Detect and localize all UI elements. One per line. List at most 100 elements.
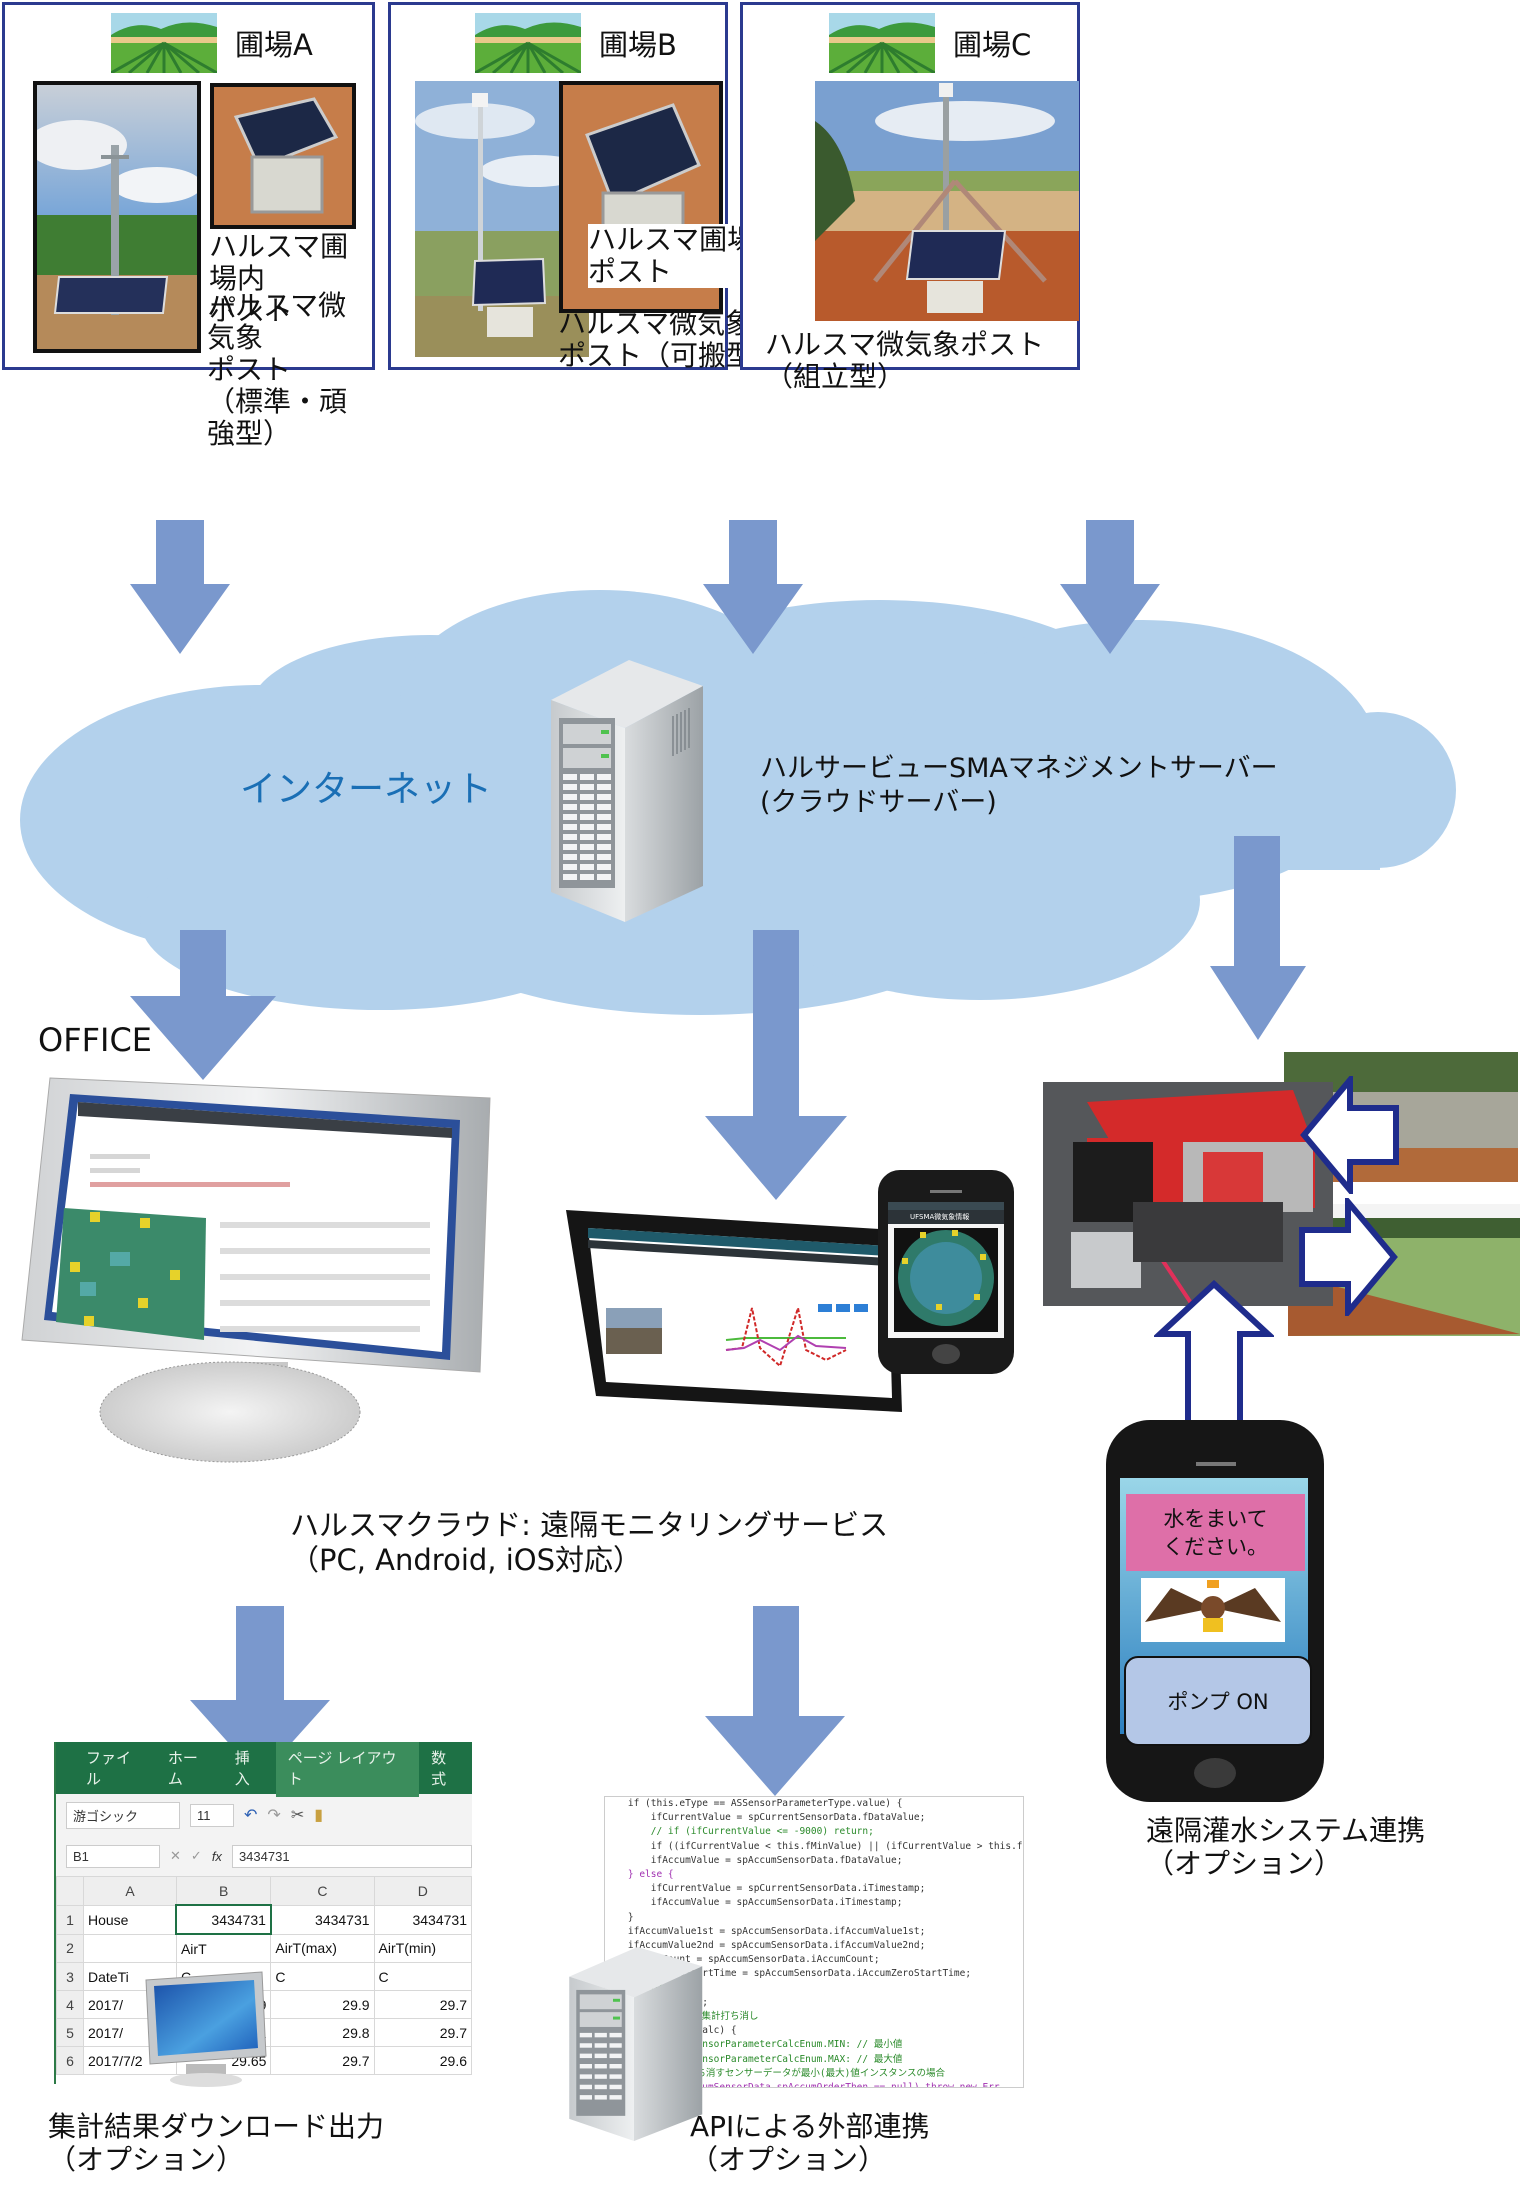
phone-speaker xyxy=(1196,1462,1236,1466)
field-a-box: 圃場A ハルスマ圃場内 ポスト ハルスマ微気象 ポスト （標準・頑強型） xyxy=(2,2,375,450)
function-icon[interactable]: fx xyxy=(211,1848,222,1864)
cloud-server-label: ハルサービューSMAマネジメントサーバー (クラウドサーバー) xyxy=(760,753,1278,818)
cell[interactable]: C xyxy=(373,1962,472,1991)
column-header[interactable]: D xyxy=(373,1876,472,1906)
api-server-icon xyxy=(569,1946,703,2142)
cloud-server-icon xyxy=(551,660,703,922)
arrow-field-c-to-cloud xyxy=(1060,520,1160,654)
arrow-pump-to-field-bottom xyxy=(1299,1198,1398,1316)
cell[interactable]: AirT xyxy=(175,1933,272,1963)
weather-post-standard-photo xyxy=(33,81,201,353)
cell[interactable]: House xyxy=(83,1904,177,1935)
arrow-phone-to-pump xyxy=(1154,1280,1274,1426)
phone-app-title: UFSMA微気象情報 xyxy=(910,1213,970,1221)
cell[interactable]: 3434731 xyxy=(270,1904,375,1935)
excel-tab[interactable]: ファイル xyxy=(86,1750,132,1788)
farmland-icon xyxy=(111,13,217,73)
monitoring-service-label: ハルスマクラウド: 遠隔モニタリングサービス （PC, Android, iOS… xyxy=(290,1508,889,1577)
code-line: // if (ifCurrentValue <= -9000) return; xyxy=(605,1826,874,1838)
cell[interactable]: 29.9 xyxy=(270,1990,375,2019)
cell[interactable]: C xyxy=(270,1962,375,1991)
smartphone-device-icon xyxy=(878,1170,1014,1374)
weather-post-assembled-caption: ハルスマ微気象ポスト（組立型） xyxy=(765,328,1045,393)
column-header[interactable]: A xyxy=(83,1876,177,1906)
font-size-select[interactable]: 11 xyxy=(190,1803,234,1827)
field-c-header: 圃場C xyxy=(829,13,1031,73)
corner-cell[interactable] xyxy=(56,1876,84,1906)
excel-toolbar: 游ゴシック 11 ↶ ↷ ✂ ▮ xyxy=(56,1794,472,1836)
pump-on-button[interactable]: ポンプ ON xyxy=(1124,1656,1312,1746)
pump-engine-photo xyxy=(1043,1082,1333,1306)
arrow-field-a-to-cloud xyxy=(130,520,230,654)
cell[interactable]: 29.7 xyxy=(373,2018,472,2047)
field-c-box: 圃場C ハルスマ微気象ポスト（組立型） xyxy=(740,2,1080,393)
water-alert-message: 水をまいて ください。 xyxy=(1126,1494,1305,1571)
column-header[interactable]: C xyxy=(270,1876,375,1906)
desktop-monitor-icon xyxy=(21,1077,491,1463)
font-name-select[interactable]: 游ゴシック xyxy=(66,1801,180,1829)
code-line: ifAccumValue1st = spAccumSensorData.ifAc… xyxy=(605,1925,926,1937)
cell[interactable]: 29.7 xyxy=(373,1990,472,2019)
code-line: ifAccumValue = spAccumSensorData.fDataVa… xyxy=(605,1854,903,1866)
row-header[interactable]: 2 xyxy=(56,1933,84,1963)
home-button[interactable] xyxy=(1194,1758,1236,1788)
irrigation-label: 遠隔灌水システム連携 （オプション） xyxy=(1146,1814,1426,1880)
in-field-post-photo-a xyxy=(210,83,356,229)
arrow-mobile-to-api xyxy=(705,1606,845,1796)
code-line: if (this.eType == ASSensorParameterType.… xyxy=(605,1798,903,1809)
excel-ribbon: ファイル ホーム 挿入 ページ レイアウト 数式 xyxy=(56,1742,472,1797)
excel-grid: A B C D 1 House 3434731 3434731 3434731 … xyxy=(56,1876,472,2075)
arrow-office-to-download xyxy=(190,1606,330,1778)
formula-input[interactable]: 3434731 xyxy=(231,1844,472,1868)
code-line: if ((ifCurrentValue < this.fMinValue) ||… xyxy=(605,1840,1023,1852)
cell[interactable]: 3434731 xyxy=(373,1904,472,1935)
api-label: APIによる外部連携 （オプション） xyxy=(690,2110,930,2176)
redo-icon[interactable]: ↷ xyxy=(267,1807,281,1824)
paste-icon[interactable]: ▮ xyxy=(314,1807,324,1824)
cut-icon[interactable]: ✂ xyxy=(290,1807,305,1824)
row-header[interactable]: 6 xyxy=(56,2046,84,2075)
code-line: ifCurrentValue = spCurrentSensorData.iTi… xyxy=(605,1883,926,1895)
excel-tab-active[interactable]: ページ レイアウト xyxy=(275,1742,420,1797)
column-header[interactable]: B xyxy=(175,1876,272,1906)
weather-post-assembled-photo xyxy=(815,81,1079,321)
excel-tab[interactable]: 数式 xyxy=(431,1750,447,1788)
table-row: 2 AirT AirT(max) AirT(min) xyxy=(56,1933,472,1963)
formula-bar: B1 ✕ ✓ fx 3434731 xyxy=(56,1836,472,1876)
excel-tab[interactable]: 挿入 xyxy=(234,1750,250,1788)
code-line: ifAccumValue = spAccumSensorData.iTimest… xyxy=(605,1897,903,1909)
row-header[interactable]: 3 xyxy=(56,1962,84,1991)
cell[interactable]: AirT(max) xyxy=(270,1933,375,1963)
code-line: } else { xyxy=(605,1869,674,1881)
farmland-icon xyxy=(475,13,581,73)
office-label: OFFICE xyxy=(38,1021,152,1059)
row-header[interactable]: 4 xyxy=(56,1990,84,2019)
row-header[interactable]: 1 xyxy=(56,1904,84,1935)
field-a-header: 圃場A xyxy=(111,13,313,73)
internet-label: インターネット xyxy=(240,769,493,810)
arrow-cloud-to-irrigation xyxy=(1210,836,1306,1040)
cell[interactable]: AirT(min) xyxy=(373,1933,472,1963)
row-header[interactable]: 5 xyxy=(56,2018,84,2047)
arrow-field-b-to-cloud xyxy=(703,520,803,654)
confirm-icon[interactable]: ✓ xyxy=(190,1848,202,1863)
field-a-title: 圃場A xyxy=(235,28,313,62)
code-line: ifAccumValue2nd = spAccumSensorData.ifAc… xyxy=(605,1940,926,1952)
farmland-icon xyxy=(829,13,935,73)
excel-tab[interactable]: ホーム xyxy=(167,1750,198,1788)
cell[interactable] xyxy=(83,1933,177,1963)
name-box[interactable]: B1 xyxy=(66,1844,160,1868)
cell[interactable]: 29.8 xyxy=(270,2018,375,2047)
weather-post-standard-caption: ハルスマ微気象 ポスト （標準・頑強型） xyxy=(207,289,348,450)
excel-spreadsheet: ファイル ホーム 挿入 ページ レイアウト 数式 游ゴシック 11 ↶ ↷ ✂ … xyxy=(54,1742,472,2084)
cancel-icon[interactable]: ✕ xyxy=(170,1848,181,1863)
cell[interactable]: 29.7 xyxy=(270,2046,375,2075)
code-line: ifCurrentValue = spCurrentSensorData.fDa… xyxy=(605,1812,926,1824)
column-header-row: A B C D xyxy=(56,1876,472,1906)
cell-selected[interactable]: 3434731 xyxy=(175,1904,272,1935)
table-row: 3 DateTi C C C xyxy=(56,1962,472,1991)
field-c-title: 圃場C xyxy=(953,28,1032,62)
arrow-cloud-to-mobile xyxy=(705,930,847,1200)
undo-icon[interactable]: ↶ xyxy=(244,1807,258,1824)
cell[interactable]: 29.6 xyxy=(373,2046,472,2075)
